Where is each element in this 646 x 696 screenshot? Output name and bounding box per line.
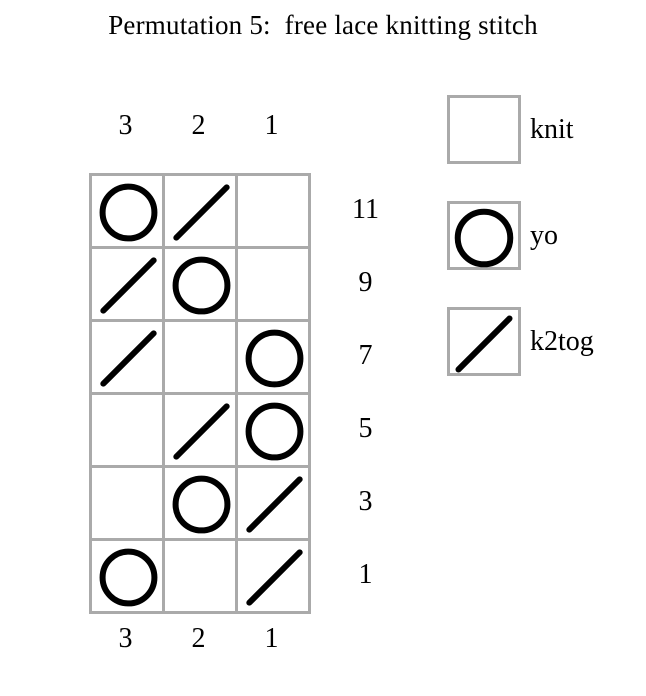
column-header-bottom: 1 — [264, 623, 279, 654]
chart-cell-yo[interactable] — [92, 176, 165, 249]
k2tog-icon — [246, 549, 303, 606]
k2tog-icon — [246, 476, 303, 533]
yo-icon — [245, 329, 304, 388]
column-headers-top: 3 2 1 — [89, 104, 308, 154]
legend-item-knit: knit — [447, 95, 594, 164]
chart-cell-k2tog[interactable] — [238, 541, 311, 614]
column-header-top: 2 — [191, 110, 206, 141]
legend-item-yo: yo — [447, 201, 594, 270]
chart-cell-k2tog[interactable] — [92, 322, 165, 395]
chart-cell-yo[interactable] — [238, 395, 311, 468]
legend-label: yo — [530, 219, 558, 251]
legend-label: knit — [530, 113, 574, 145]
yo-icon — [99, 548, 158, 607]
yo-icon — [172, 475, 231, 534]
chart-cell-yo[interactable] — [92, 541, 165, 614]
row-labels: 11 9 7 5 3 1 — [311, 173, 391, 611]
yo-icon — [245, 402, 304, 461]
yo-icon — [454, 208, 514, 268]
row-label: 1 — [358, 559, 373, 590]
column-headers-bottom: 3 2 1 — [89, 617, 308, 667]
chart-cell-yo[interactable] — [165, 249, 238, 322]
column-header-top: 3 — [118, 110, 133, 141]
row-label: 7 — [358, 340, 373, 371]
stitch-grid — [89, 173, 311, 614]
row-label: 3 — [358, 486, 373, 517]
legend-swatch-k2tog — [447, 307, 521, 376]
yo-icon — [99, 183, 158, 242]
k2tog-icon — [173, 403, 230, 460]
chart-cell-k2tog[interactable] — [92, 249, 165, 322]
chart-cell-k2tog[interactable] — [238, 468, 311, 541]
chart-cell-knit[interactable] — [92, 395, 165, 468]
yo-icon — [172, 256, 231, 315]
chart-cell-k2tog[interactable] — [165, 395, 238, 468]
row-label: 11 — [352, 194, 379, 225]
legend: knit yo k2tog — [447, 95, 594, 413]
k2tog-icon — [173, 184, 230, 241]
chart-cell-yo[interactable] — [165, 468, 238, 541]
chart-row — [92, 541, 311, 614]
chart-cell-knit[interactable] — [238, 249, 311, 322]
k2tog-icon — [100, 330, 157, 387]
legend-swatch-knit — [447, 95, 521, 164]
legend-swatch-yo — [447, 201, 521, 270]
chart-row — [92, 249, 311, 322]
chart-cell-knit[interactable] — [92, 468, 165, 541]
chart-row — [92, 322, 311, 395]
row-label: 5 — [358, 413, 373, 444]
k2tog-icon — [455, 315, 513, 373]
chart-cell-k2tog[interactable] — [165, 176, 238, 249]
row-label: 9 — [358, 267, 373, 298]
legend-label: k2tog — [530, 325, 594, 357]
chart-cell-knit[interactable] — [165, 322, 238, 395]
chart-cell-yo[interactable] — [238, 322, 311, 395]
chart-cell-knit[interactable] — [238, 176, 311, 249]
chart-row — [92, 395, 311, 468]
column-header-bottom: 2 — [191, 623, 206, 654]
column-header-bottom: 3 — [118, 623, 133, 654]
chart-row — [92, 176, 311, 249]
page-title: Permutation 5: free lace knitting stitch — [108, 10, 538, 40]
chart-cell-knit[interactable] — [165, 541, 238, 614]
chart-row — [92, 468, 311, 541]
column-header-top: 1 — [264, 110, 279, 141]
k2tog-icon — [100, 257, 157, 314]
legend-item-k2tog: k2tog — [447, 307, 594, 376]
